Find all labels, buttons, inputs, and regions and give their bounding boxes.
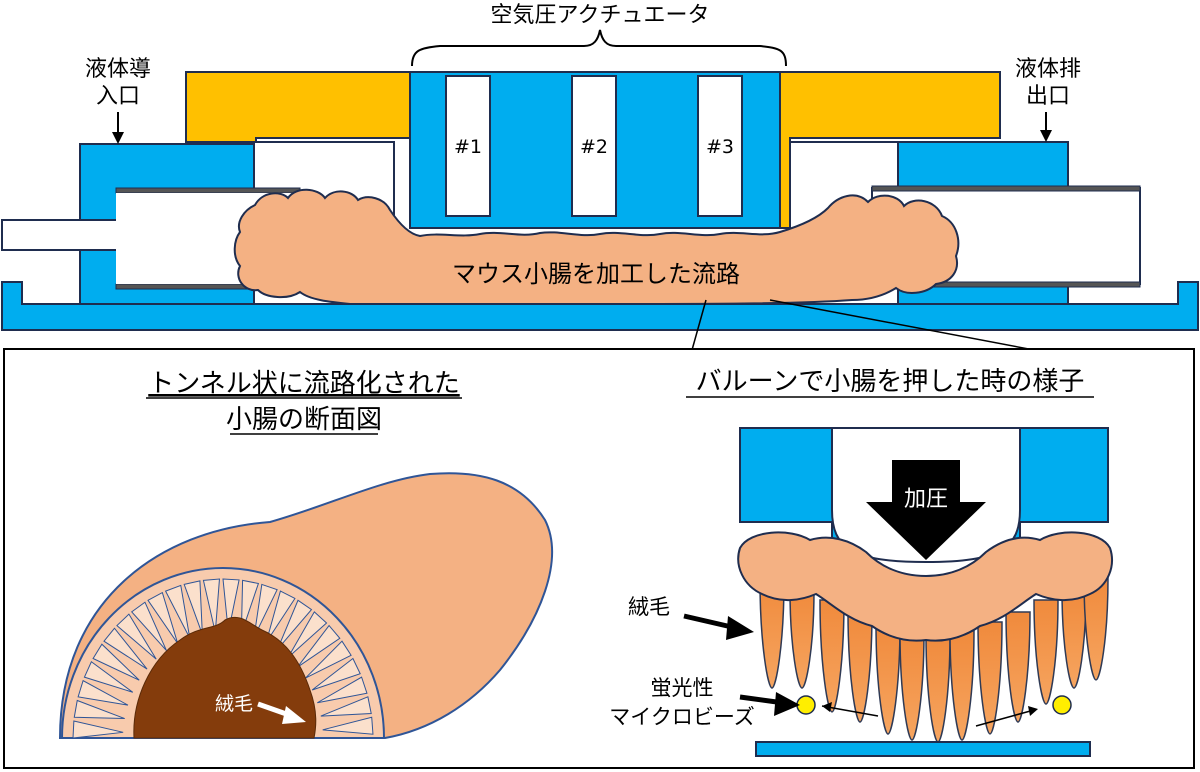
villus-segment: [311, 657, 361, 691]
villus-segment: [297, 624, 341, 668]
villus-segment: [73, 699, 125, 720]
bottom-plate: [755, 741, 1091, 757]
beads-label-line1: 蛍光性: [651, 676, 714, 700]
villus-segment: [305, 640, 352, 679]
villus-segment: [320, 696, 372, 717]
chamber-2: [571, 75, 617, 217]
villus: [789, 589, 815, 689]
villus-segment: [77, 679, 129, 706]
chamber-2-label: #2: [580, 136, 608, 158]
outlet-label-line2: 出口: [1026, 84, 1070, 109]
actuator-brace: [411, 29, 787, 67]
villus-segment: [277, 599, 313, 650]
villus-segment: [72, 720, 124, 739]
inlet-label-line2: 入口: [96, 84, 140, 109]
villus-segment: [265, 590, 296, 643]
bead-left-motion-arrow: [821, 705, 879, 717]
villus: [759, 579, 785, 689]
tissue-channel: [233, 188, 960, 306]
villus-segment: [183, 580, 203, 635]
villus: [1061, 589, 1087, 689]
villi-pointer-head: [726, 616, 754, 640]
villus-segment: [103, 627, 148, 670]
pressure-label: 加圧: [904, 487, 948, 512]
tunnel-villi-arrow-head: [282, 706, 306, 724]
villus-segment: [202, 578, 221, 633]
chamber-1: [445, 75, 491, 217]
outlet-label-line1: 液体排: [1015, 57, 1081, 82]
pressed-tissue: [737, 531, 1113, 642]
device-cross-section: #1 #2 #3 マウス小腸を加工した流路 空気圧アクチュエータ 液体導 入口 …: [1, 3, 1199, 331]
villus-segment: [92, 643, 140, 681]
outlet-tube-wall-top: [871, 185, 1141, 192]
villus: [1005, 611, 1031, 723]
villus-segment: [83, 660, 134, 693]
channel-label: マウス小腸を加工した流路: [452, 260, 740, 288]
inlet-label-line1: 液体導: [85, 57, 151, 82]
inlet-tube-wall-top: [115, 187, 301, 194]
balloon-villi: [759, 577, 1109, 743]
balloon-illustration: 加圧 絨毛 蛍光性 マイクロビーズ: [609, 427, 1113, 757]
beads-pointer-head: [774, 692, 800, 716]
villus: [1033, 599, 1059, 705]
villus: [949, 629, 975, 741]
balloon-title: バルーンで小腸を押した時の様子: [696, 367, 1085, 397]
villus-segment: [164, 584, 191, 639]
base-plate: [1, 281, 1199, 331]
bead-right-motion-arrow: [975, 709, 1035, 727]
villi-ring: [72, 578, 374, 739]
villus-segment: [222, 578, 240, 633]
inlet-arrow-head: [112, 132, 124, 144]
bead-left-motion-arrow-head: [822, 702, 832, 712]
cross-section-title-line1: トンネル状に流路化された: [148, 369, 459, 399]
villus: [875, 623, 901, 735]
pressure-arrow: [866, 460, 986, 560]
cross-section-title-line2: 小腸の断面図: [226, 405, 382, 435]
chamber-3: [697, 75, 743, 217]
chamber-3-label: #3: [706, 136, 734, 158]
villus-segment: [253, 583, 278, 638]
villus: [819, 599, 845, 713]
actuator-label: 空気圧アクチュエータ: [491, 3, 710, 28]
outlet-arrow-head: [1040, 130, 1052, 142]
villus-segment: [147, 591, 179, 644]
tunnel-illustration: 絨毛: [58, 472, 553, 739]
villus-segment: [287, 611, 328, 658]
villus-segment: [116, 613, 157, 660]
bead-right-motion-arrow-head: [1028, 706, 1038, 716]
tunnel-villi-label: 絨毛: [215, 693, 253, 715]
beads-label-line2: マイクロビーズ: [609, 705, 755, 729]
villus: [847, 611, 873, 723]
villus-segment: [317, 676, 368, 704]
villus: [977, 621, 1003, 735]
villus: [1083, 577, 1109, 681]
balloon-villi-label: 絨毛: [628, 595, 670, 619]
zoom-line-left: [691, 299, 707, 351]
bead-right: [1052, 695, 1072, 715]
zoom-line-right: [769, 299, 1035, 351]
chamber-1-label: #1: [454, 136, 482, 158]
villus: [899, 631, 925, 741]
villus-segment: [322, 716, 374, 735]
villus-segment: [130, 601, 167, 651]
